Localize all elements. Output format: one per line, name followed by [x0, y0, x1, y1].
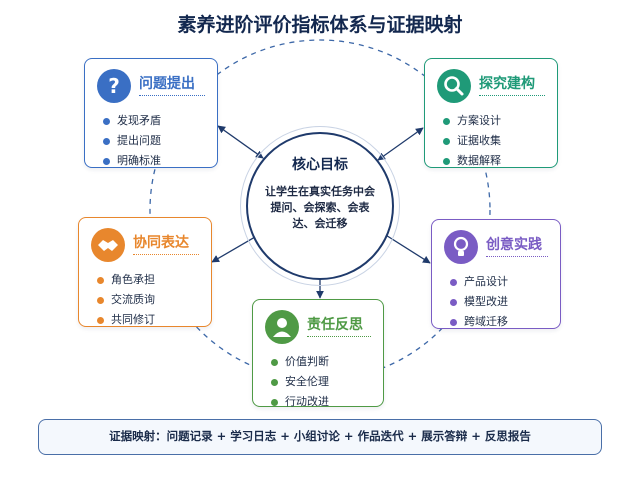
list-item: 共同修订	[97, 310, 155, 330]
card-collaborate: 协同表达 角色承担 交流质询 共同修订	[78, 217, 212, 327]
card-items: 发现矛盾 提出问题 明确标准	[103, 111, 161, 171]
bullet-dot	[97, 277, 104, 284]
handshake-icon	[91, 228, 125, 262]
item-label: 行动改进	[285, 395, 329, 408]
bullet-dot	[97, 317, 104, 324]
item-label: 跨域迁移	[464, 315, 508, 328]
list-item: 价值判断	[271, 352, 329, 372]
list-item: 模型改进	[450, 292, 508, 312]
card-items: 价值判断 安全伦理 行动改进	[271, 352, 329, 412]
card-reflect: 责任反思 价值判断 安全伦理 行动改进	[252, 299, 384, 408]
card-items: 角色承担 交流质询 共同修订	[97, 270, 155, 330]
item-label: 共同修订	[111, 313, 155, 326]
item-label: 发现矛盾	[117, 114, 161, 127]
page-title: 素养进阶评价指标体系与证据映射	[177, 14, 463, 36]
connector-question	[217, 125, 264, 159]
card-question: ? 问题提出 发现矛盾 提出问题 明确标准	[84, 58, 218, 168]
bullet-dot	[103, 138, 110, 145]
divider	[486, 256, 548, 257]
item-label: 证据收集	[457, 134, 501, 147]
item-label: 数据解释	[457, 154, 501, 167]
item-label: 明确标准	[117, 154, 161, 167]
item-label: 安全伦理	[285, 375, 329, 388]
core-ring	[240, 126, 400, 286]
list-item: 交流质询	[97, 290, 155, 310]
bullet-dot	[103, 118, 110, 125]
list-item: 行动改进	[271, 392, 329, 412]
divider	[139, 95, 205, 96]
svg-text:?: ?	[108, 74, 120, 98]
list-item: 安全伦理	[271, 372, 329, 392]
bullet-dot	[103, 158, 110, 165]
evidence-mapping-bar: 证据映射：问题记录 + 学习日志 + 小组讨论 + 作品迭代 + 展示答辩 + …	[38, 419, 602, 455]
item-label: 产品设计	[464, 275, 508, 288]
card-create: 创意实践 产品设计 模型改进 跨域迁移	[431, 219, 561, 329]
bullet-dot	[450, 299, 457, 306]
item-label: 价值判断	[285, 355, 329, 368]
bullet-dot	[450, 319, 457, 326]
item-label: 模型改进	[464, 295, 508, 308]
bullet-dot	[450, 279, 457, 286]
card-explore: 探究建构 方案设计 证据收集 数据解释	[424, 58, 558, 168]
item-label: 交流质询	[111, 293, 155, 306]
core-goal: 核心目标 让学生在真实任务中会提问、会探索、会表达、会迁移	[246, 132, 394, 280]
list-item: 角色承担	[97, 270, 155, 290]
bullet-dot	[271, 399, 278, 406]
core-description: 让学生在真实任务中会提问、会探索、会表达、会迁移	[265, 185, 375, 230]
question-icon: ?	[97, 69, 131, 103]
bullet-dot	[443, 118, 450, 125]
orbit-ring	[149, 39, 491, 381]
list-item: 产品设计	[450, 272, 508, 292]
item-label: 方案设计	[457, 114, 501, 127]
person-icon	[265, 310, 299, 344]
card-title: 责任反思	[307, 317, 363, 333]
list-item: 方案设计	[443, 111, 501, 131]
card-title: 创意实践	[486, 237, 542, 253]
list-item: 明确标准	[103, 151, 161, 171]
item-label: 角色承担	[111, 273, 155, 286]
connector-explore	[377, 127, 424, 161]
lightbulb-icon	[444, 230, 478, 264]
core-title: 核心目标	[292, 157, 348, 173]
card-title: 问题提出	[139, 76, 195, 92]
card-title: 协同表达	[133, 235, 189, 251]
list-item: 数据解释	[443, 151, 501, 171]
divider	[479, 95, 545, 96]
divider	[133, 254, 199, 255]
bullet-dot	[271, 359, 278, 366]
card-items: 方案设计 证据收集 数据解释	[443, 111, 501, 171]
card-title: 探究建构	[479, 76, 535, 92]
bullet-dot	[271, 379, 278, 386]
magnifier-icon	[437, 69, 471, 103]
bullet-dot	[443, 158, 450, 165]
list-item: 证据收集	[443, 131, 501, 151]
item-label: 提出问题	[117, 134, 161, 147]
list-item: 跨域迁移	[450, 312, 508, 332]
divider	[307, 336, 371, 337]
bullet-dot	[97, 297, 104, 304]
card-items: 产品设计 模型改进 跨域迁移	[450, 272, 508, 332]
list-item: 发现矛盾	[103, 111, 161, 131]
list-item: 提出问题	[103, 131, 161, 151]
bullet-dot	[443, 138, 450, 145]
